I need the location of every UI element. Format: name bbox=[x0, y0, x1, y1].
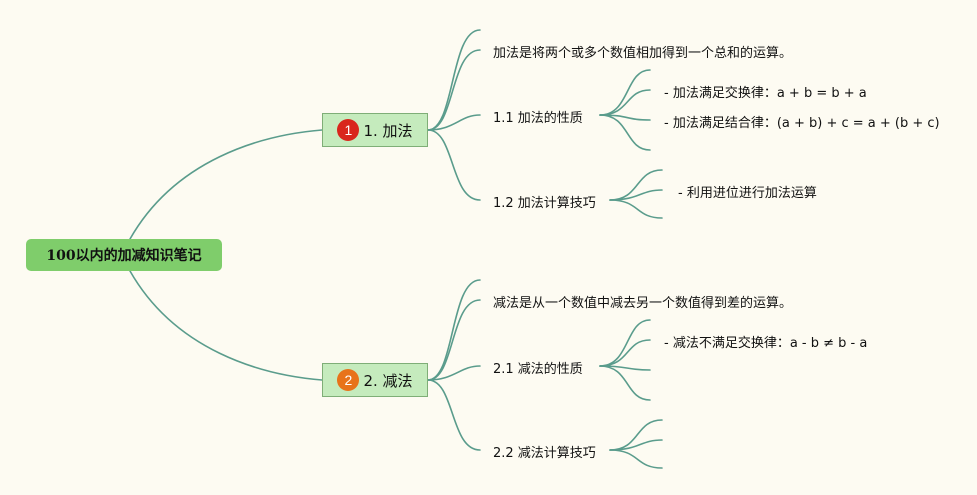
priority-2-icon: 2 bbox=[337, 369, 360, 391]
subtraction-definition[interactable]: 减法是从一个数值中减去另一个数值得到差的运算。 bbox=[493, 296, 793, 311]
priority-1-icon: 1 bbox=[337, 119, 360, 141]
root-topic[interactable]: 100以内的加减知识笔记 bbox=[26, 239, 222, 271]
subtopic-subtraction-techniques[interactable]: 2.2 减法计算技巧 bbox=[493, 446, 596, 461]
topic-addition[interactable]: 1 1. 加法 bbox=[322, 113, 428, 147]
addition-definition[interactable]: 加法是将两个或多个数值相加得到一个总和的运算。 bbox=[493, 46, 793, 61]
root-topic-label: 100以内的加减知识笔记 bbox=[46, 248, 202, 264]
note-addition-commutative[interactable]: - 加法满足交换律：a + b = b + a bbox=[664, 86, 867, 101]
subtopic-addition-techniques[interactable]: 1.2 加法计算技巧 bbox=[493, 196, 596, 211]
subtopic-addition-properties[interactable]: 1.1 加法的性质 bbox=[493, 111, 583, 126]
topic-subtraction-label: 2. 减法 bbox=[363, 371, 413, 390]
topic-subtraction[interactable]: 2 2. 减法 bbox=[322, 363, 428, 397]
note-addition-associative[interactable]: - 加法满足结合律：(a + b) + c = a + (b + c) bbox=[664, 116, 940, 131]
subtopic-subtraction-properties[interactable]: 2.1 减法的性质 bbox=[493, 362, 583, 377]
note-subtraction-not-commutative[interactable]: - 减法不满足交换律：a - b ≠ b - a bbox=[664, 336, 868, 351]
topic-addition-label: 1. 加法 bbox=[363, 121, 413, 140]
note-addition-carry[interactable]: - 利用进位进行加法运算 bbox=[678, 186, 817, 201]
